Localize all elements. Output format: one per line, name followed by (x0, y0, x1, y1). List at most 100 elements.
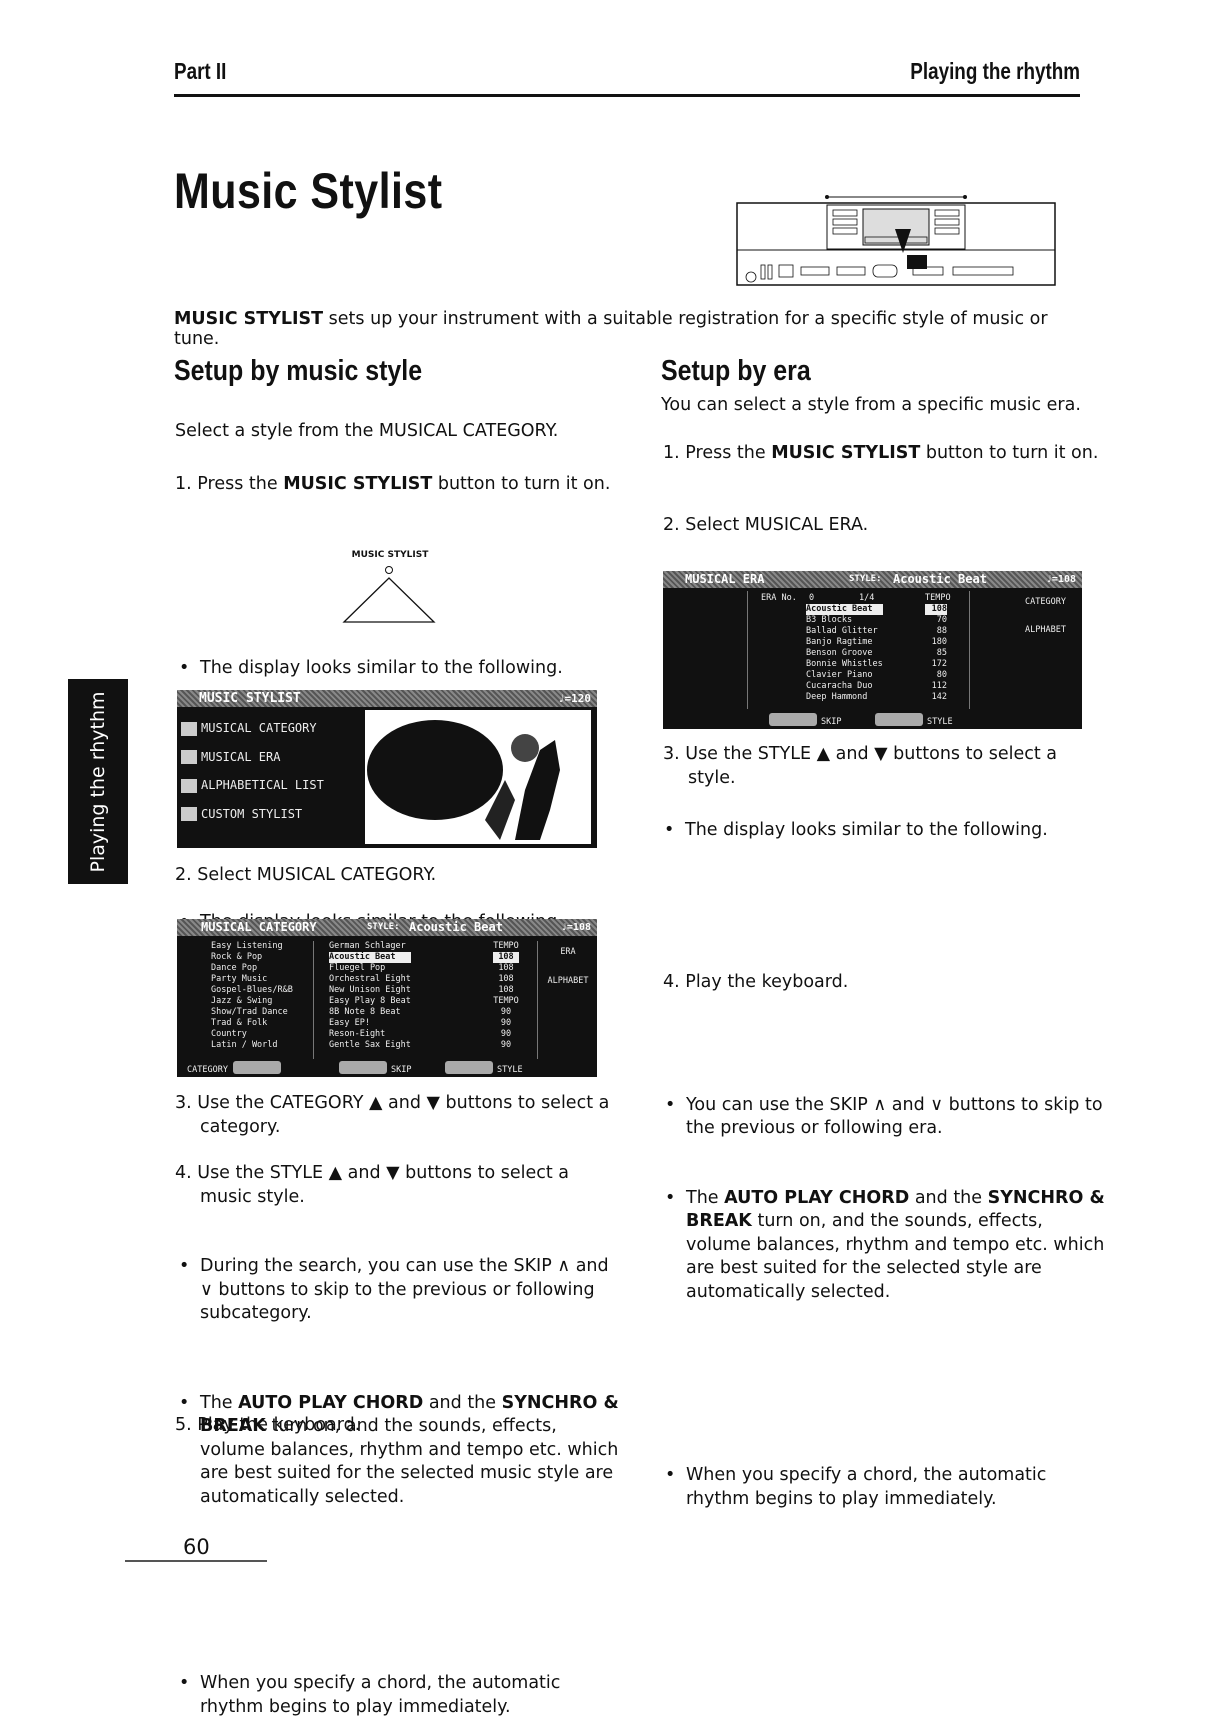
right-step1: 1. Press the MUSIC STYLIST button to tur… (663, 442, 1108, 466)
right-step1-pre: 1. Press the (663, 443, 766, 463)
lcd2-category-item[interactable]: Dance Pop (211, 963, 258, 973)
lcd1-item-label: ALPHABETICAL LIST (201, 778, 324, 792)
lcd3-style-label: STYLE: (849, 574, 882, 584)
lcd2-category-item[interactable]: Party Music (211, 974, 268, 984)
lcd3-style-item[interactable]: Clavier Piano (806, 670, 873, 680)
left-step3: 3. Use the CATEGORY ▲ and ▼ buttons to s… (175, 1093, 610, 1137)
lcd2-category-item[interactable]: Country (211, 1029, 247, 1039)
text: turn on, and the sounds, effects, volume… (200, 1416, 619, 1507)
page-title: Music Stylist (174, 163, 443, 219)
lcd3-style-item[interactable]: Cucaracha Duo (806, 681, 873, 691)
lcd2-title: MUSICAL CATEGORY (201, 920, 317, 934)
lcd3-tempo-item: 88 (936, 626, 947, 636)
lcd3-style-item[interactable]: Benson Groove (806, 648, 873, 658)
lcd1-item-alphabetical[interactable]: ALPHABETICAL LIST (181, 771, 324, 800)
lcd3-tempo-item: 80 (936, 670, 947, 680)
side-tab-label: Playing the rhythm (87, 690, 109, 873)
lcd2-style-item[interactable]: 8B Note 8 Beat (329, 1007, 401, 1017)
lcd1-title: MUSIC STYLIST (199, 691, 301, 706)
bold-text: AUTO PLAY CHORD (724, 1187, 910, 1208)
lcd2-category-item[interactable]: Easy Listening (211, 941, 283, 951)
lcd2-alphabet-option[interactable]: ALPHABET (547, 976, 589, 986)
intro-text: MUSIC STYLIST sets up your instrument wi… (174, 309, 1084, 349)
lcd2-footer-category[interactable]: CATEGORY (187, 1065, 228, 1075)
left-step1-post: button to turn it on. (437, 474, 611, 494)
right-step2: 2. Select MUSICAL ERA. (663, 515, 869, 535)
page-number: 60 (183, 1535, 210, 1559)
lcd3-tempo-item: 70 (936, 615, 947, 625)
left-step1-bold: MUSIC STYLIST (283, 474, 433, 494)
intro-bold: MUSIC STYLIST (174, 309, 324, 329)
music-stylist-button-label: MUSIC STYLIST (351, 550, 429, 560)
left-lead: Select a style from the MUSICAL CATEGORY… (175, 421, 559, 441)
right-step1-post: button to turn it on. (925, 443, 1099, 463)
lcd3-footer-style[interactable]: STYLE (927, 717, 953, 727)
lcd3-style-item[interactable]: Ballad Glitter (806, 626, 878, 636)
lcd-music-stylist: MUSIC STYLIST ♩=120 MUSICAL CATEGORY MUS… (177, 690, 597, 848)
footer-rule (125, 1560, 267, 1562)
lcd2-category-item[interactable]: Show/Trad Dance (211, 1007, 288, 1017)
music-stylist-button[interactable] (340, 564, 440, 626)
text: The (686, 1187, 719, 1208)
lcd2-style-item[interactable]: Acoustic Beat (329, 952, 411, 963)
lcd2-category-item[interactable]: Gospel-Blues/R&B (211, 985, 293, 995)
lcd2-category-item[interactable]: Trad & Folk (211, 1018, 268, 1028)
lcd2-tempo-item: 108 (498, 974, 514, 984)
lcd3-era-number: 0 (809, 593, 815, 603)
lcd2-style-item[interactable]: German Schlager (329, 941, 406, 951)
lcd3-tempo-item: 172 (931, 659, 947, 669)
lcd2-footer-skip[interactable]: SKIP (391, 1065, 412, 1075)
right-bullet3b: The AUTO PLAY CHORD and the SYNCHRO & BR… (661, 1187, 1110, 1305)
right-lead: You can select a style from a specific m… (661, 395, 1081, 415)
lcd2-tempo-item: 108 (498, 963, 514, 973)
lcd3-footer-skip[interactable]: SKIP (821, 717, 842, 727)
lcd1-tempo: ♩=120 (557, 692, 591, 705)
lcd2-style-item[interactable]: Reson-Eight (329, 1029, 386, 1039)
lcd2-style-item[interactable]: New Unison Eight (329, 985, 411, 995)
lcd3-style-buttons[interactable] (875, 713, 923, 726)
lcd3-style-item[interactable]: Bonnie Whistles (806, 659, 883, 669)
right-heading: Setup by era (661, 355, 811, 387)
lcd2-category-item[interactable]: Latin / World (211, 1040, 278, 1050)
lcd2-tempo-item: 108 (493, 952, 519, 963)
lcd2-category-buttons[interactable] (233, 1061, 281, 1074)
lcd3-style-item[interactable]: Acoustic Beat (806, 604, 883, 615)
right-bullet4: When you specify a chord, the automatic … (661, 1464, 1110, 1511)
lcd1-item-custom[interactable]: CUSTOM STYLIST (181, 800, 324, 829)
lcd3-style-item[interactable]: Banjo Ragtime (806, 637, 873, 647)
lcd2-style-item[interactable]: Orchestral Eight (329, 974, 411, 984)
lcd2-style-item[interactable]: Easy EP! (329, 1018, 370, 1028)
lcd3-category-option[interactable]: CATEGORY (1025, 597, 1066, 607)
lcd2-style: Acoustic Beat (409, 920, 503, 934)
lcd1-item-era[interactable]: MUSICAL ERA (181, 743, 324, 772)
lcd3-tempo-item: 108 (925, 604, 947, 615)
lcd-musical-era: MUSICAL ERA STYLE: Acoustic Beat ♩=108 E… (663, 571, 1082, 729)
lcd2-style-item[interactable]: Gentle Sax Eight (329, 1040, 411, 1050)
lcd2-footer-style[interactable]: STYLE (497, 1065, 523, 1075)
left-step2: 2. Select MUSICAL CATEGORY. (175, 865, 437, 885)
lcd1-title-bar: MUSIC STYLIST ♩=120 (177, 690, 597, 707)
lcd2-style-buttons[interactable] (445, 1061, 493, 1074)
lcd2-style-item[interactable]: Easy Play 8 Beat (329, 996, 411, 1006)
lcd2-skip-buttons[interactable] (339, 1061, 387, 1074)
lcd2-era-option[interactable]: ERA (560, 947, 576, 957)
right-step3: 3. Use the STYLE ▲ and ▼ buttons to sele… (663, 744, 1057, 788)
right-bullet3a: You can use the SKIP ∧ and ∨ buttons to … (661, 1094, 1110, 1141)
lcd1-item-label: CUSTOM STYLIST (201, 806, 303, 821)
lcd3-style-item[interactable]: Deep Hammond (806, 692, 868, 702)
lcd3-skip-buttons[interactable] (769, 713, 817, 726)
lcd2-tempo-item: TEMPO (493, 941, 519, 951)
lcd1-item-label: MUSICAL CATEGORY (201, 721, 317, 735)
lcd3-style-item[interactable]: B3 Blocks (806, 615, 853, 625)
lcd2-style-item[interactable]: Fluegel Pop (329, 963, 386, 973)
lcd3-alphabet-option[interactable]: ALPHABET (1025, 625, 1066, 635)
lcd2-category-item[interactable]: Jazz & Swing (211, 996, 273, 1006)
keyboard-panel-illustration (736, 195, 1056, 286)
lcd1-item-category[interactable]: MUSICAL CATEGORY (181, 714, 324, 743)
lcd1-item-label: MUSICAL ERA (201, 749, 281, 764)
lcd2-category-item[interactable]: Rock & Pop (211, 952, 263, 962)
left-heading: Setup by music style (174, 355, 423, 387)
lcd2-tempo-item: TEMPO (493, 996, 519, 1006)
